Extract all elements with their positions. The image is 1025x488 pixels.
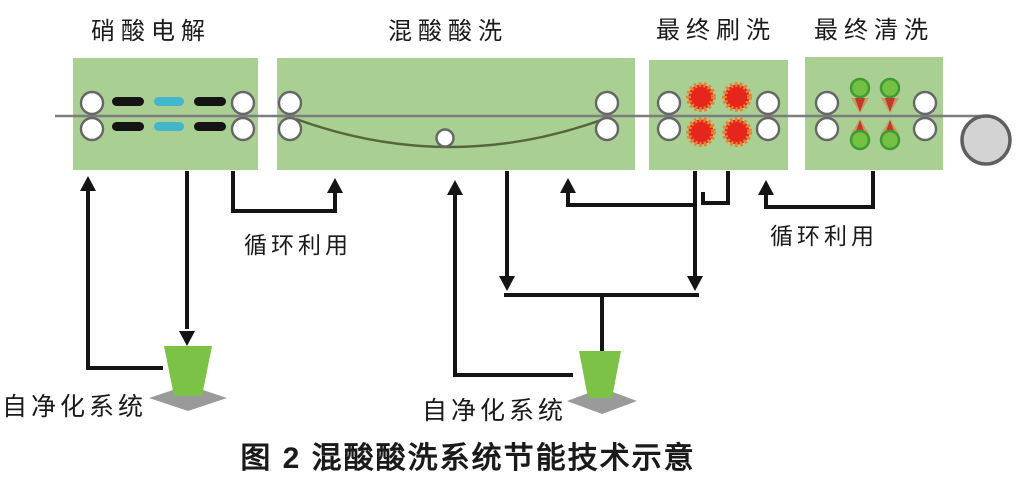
squeeze-roller-icon <box>79 90 105 142</box>
brush-roll-icon <box>686 82 716 112</box>
purification-label-left: 自净化系统 <box>2 394 148 421</box>
tank-electrolysis <box>73 58 258 170</box>
flow-return-to-electrolysis <box>86 188 163 370</box>
purification-funnel-icon <box>149 346 227 411</box>
spray-nozzle-icon <box>879 77 901 151</box>
flow-recycle-brush-to-acid <box>566 193 694 207</box>
stage-label-final-brush: 最终刷洗 <box>656 18 776 44</box>
flow-recycle-right <box>764 171 875 209</box>
recycle-label-right: 循环利用 <box>770 224 878 249</box>
flow-return-to-mixed-acid <box>453 194 573 377</box>
stage-label-final-rinse: 最终清洗 <box>814 18 934 44</box>
stage-label-mixed-acid: 混酸酸洗 <box>388 19 508 45</box>
squeeze-roller-icons <box>79 90 938 142</box>
squeeze-roller-icon <box>656 90 682 142</box>
flow-arrows <box>80 171 875 377</box>
stage-label-electrolysis: 硝酸电解 <box>91 19 211 45</box>
spray-nozzle-icon <box>849 77 871 151</box>
spray-nozzle-icons <box>849 77 901 151</box>
looper-curve <box>295 117 605 149</box>
squeeze-roller-icon <box>755 90 781 142</box>
flow-brush-drain-stub <box>701 171 730 205</box>
squeeze-roller-icon <box>277 90 303 142</box>
tank-mixed-acid <box>277 58 635 170</box>
squeeze-roller-icon <box>912 90 938 142</box>
recycle-label-left: 循环利用 <box>244 233 352 258</box>
purification-funnel-icon <box>567 351 637 414</box>
brush-roll-icons <box>686 82 752 147</box>
brush-roll-icon <box>722 82 752 112</box>
coiler-icon <box>960 114 1012 166</box>
flow-recycle-left <box>231 171 337 213</box>
brush-roll-icon <box>686 117 716 147</box>
brush-roll-icon <box>722 117 752 147</box>
electrode-icons <box>112 97 226 131</box>
squeeze-roller-icon <box>814 90 840 142</box>
figure-caption: 图 2 混酸酸洗系统节能技术示意 <box>240 442 696 475</box>
squeeze-roller-icon <box>230 90 256 142</box>
tension-roller-icon <box>435 128 455 148</box>
purification-label-center: 自净化系统 <box>422 398 568 425</box>
squeeze-roller-icon <box>594 90 620 142</box>
